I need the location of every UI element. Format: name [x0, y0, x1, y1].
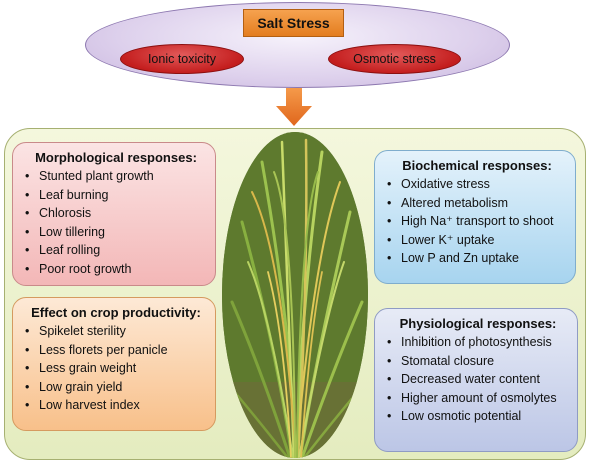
list-item: Stunted plant growth — [25, 167, 207, 186]
list-item: Lower K⁺ uptake — [387, 231, 567, 250]
rice-plant-image — [222, 132, 368, 458]
ionic-toxicity-pill: Ionic toxicity — [120, 44, 244, 74]
list-item: Leaf rolling — [25, 241, 207, 260]
list-item: Low harvest index — [25, 396, 207, 415]
biochemical-responses-card: Biochemical responses: Oxidative stress … — [374, 150, 576, 284]
morphological-title: Morphological responses: — [35, 150, 197, 165]
crop-productivity-card: Effect on crop productivity: Spikelet st… — [12, 297, 216, 431]
list-item: Inhibition of photosynthesis — [387, 333, 569, 352]
osmotic-stress-pill: Osmotic stress — [328, 44, 461, 74]
list-item: Chlorosis — [25, 204, 207, 223]
list-item: Low tillering — [25, 223, 207, 242]
biochemical-title: Biochemical responses: — [402, 158, 552, 173]
list-item: Poor root growth — [25, 260, 207, 279]
salt-stress-title: Salt Stress — [243, 9, 344, 37]
list-item: Higher amount of osmolytes — [387, 389, 569, 408]
list-item: Altered metabolism — [387, 194, 567, 213]
arrow-down-icon — [274, 88, 314, 128]
crop-productivity-title: Effect on crop productivity: — [31, 305, 201, 320]
physiological-title: Physiological responses: — [399, 316, 557, 331]
list-item: Leaf burning — [25, 186, 207, 205]
list-item: High Na⁺ transport to shoot — [387, 212, 567, 231]
list-item: Low P and Zn uptake — [387, 249, 567, 268]
list-item: Low osmotic potential — [387, 407, 569, 426]
list-item: Less grain weight — [25, 359, 207, 378]
list-item: Low grain yield — [25, 378, 207, 397]
morphological-responses-card: Morphological responses: Stunted plant g… — [12, 142, 216, 286]
list-item: Oxidative stress — [387, 175, 567, 194]
list-item: Decreased water content — [387, 370, 569, 389]
list-item: Less florets per panicle — [25, 341, 207, 360]
list-item: Spikelet sterility — [25, 322, 207, 341]
list-item: Stomatal closure — [387, 352, 569, 371]
physiological-responses-card: Physiological responses: Inhibition of p… — [374, 308, 578, 452]
